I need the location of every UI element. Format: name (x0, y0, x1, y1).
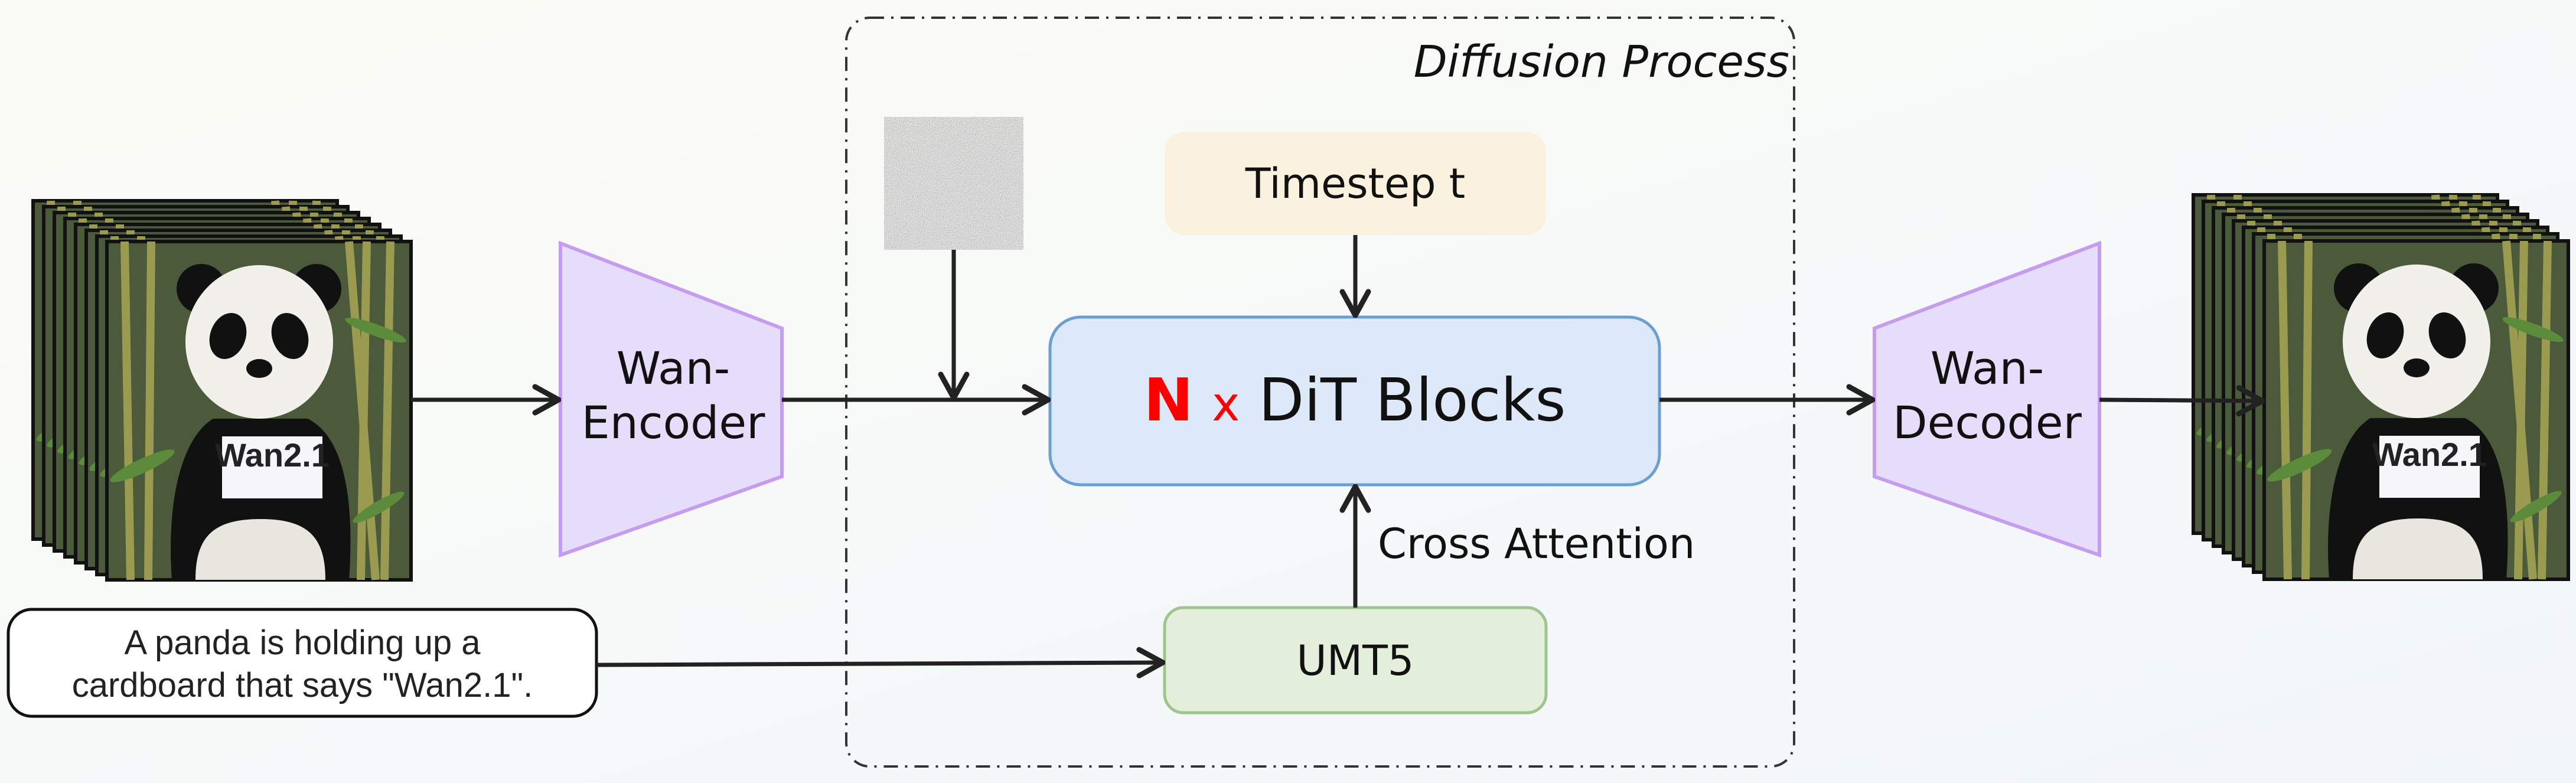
input-sign-text: Wan2.1 (215, 436, 330, 474)
diffusion-process-boundary (845, 17, 1795, 768)
timestep-label: Timestep t (1245, 159, 1465, 208)
output-video-stack: Wan2.1 (2193, 195, 2568, 579)
input-video-stack: Wan2.1 (33, 201, 411, 580)
output-sign-text: Wan2.1 (2372, 436, 2487, 473)
arrow-prompt-to-umt5 (596, 663, 1163, 665)
cross-attention-label: Cross Attention (1378, 520, 1695, 568)
diffusion-process-label: Diffusion Process (1414, 37, 1789, 87)
dit-blocks-label: N x DiT Blocks (1144, 366, 1566, 435)
wan-encoder-label: Wan-Encoder (582, 342, 765, 449)
noise-latent (884, 117, 1023, 250)
arrows (411, 235, 2262, 665)
arrow-decoder-to-video (2099, 400, 2262, 401)
wan-decoder (1873, 240, 2101, 558)
timestep-box (1165, 132, 1546, 235)
umt5-label: UMT5 (1297, 637, 1414, 685)
wan-decoder-label: Wan-Decoder (1893, 342, 2082, 449)
wan-encoder (559, 240, 784, 558)
